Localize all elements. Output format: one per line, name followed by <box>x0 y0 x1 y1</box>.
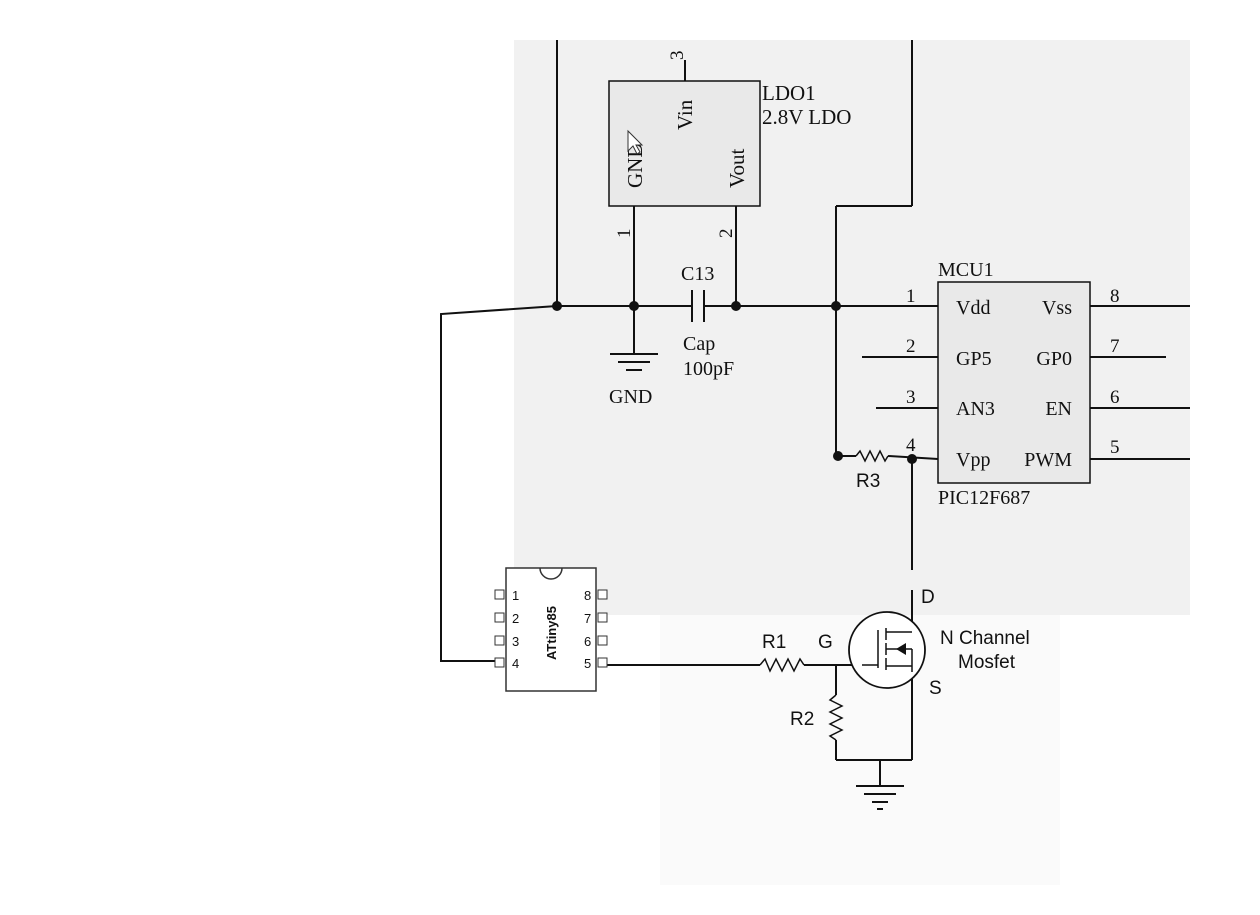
mcu-pin-num-7: 7 <box>1110 336 1120 357</box>
mosfet-label-line1: N Channel <box>940 628 1030 649</box>
cap-type: Cap <box>683 333 715 355</box>
capacitor-c13: C13 Cap 100pF <box>681 263 734 380</box>
mcu-pin-name-gp0: GP0 <box>1036 348 1072 370</box>
mcu-pin-num-5: 5 <box>1110 437 1120 458</box>
gnd-label: GND <box>609 386 652 408</box>
ground-symbol-mosfet <box>856 785 904 810</box>
attiny85-chip: ATtiny85 1 2 3 4 8 7 6 5 <box>494 567 608 692</box>
attiny-pin-1: 1 <box>512 588 519 603</box>
r1-label: R1 <box>762 632 786 653</box>
mosfet-n-channel: D G S N Channel Mosfet <box>818 587 1030 699</box>
arrow-cursor-icon <box>627 129 644 155</box>
attiny-name: ATtiny85 <box>544 606 559 660</box>
mcu-pin-num-1: 1 <box>906 286 916 307</box>
junction-dots <box>552 301 917 464</box>
ldo-value: 2.8V LDO <box>762 105 851 129</box>
mcu-pin-num-4: 4 <box>906 435 916 456</box>
ldo-pin-vin: Vin <box>673 99 697 130</box>
mosfet-label-line2: Mosfet <box>958 652 1016 673</box>
mosfet-gate-label: G <box>818 632 833 653</box>
mcu-pin-name-gp5: GP5 <box>956 348 992 370</box>
ground-symbol-ldo: GND <box>609 353 658 408</box>
resistor-r3: R3 <box>855 449 889 492</box>
ldo-pin-num-gnd: 1 <box>614 229 635 239</box>
mcu-pin-name-pwm: PWM <box>1024 449 1072 471</box>
mcu-pin-name-vpp: Vpp <box>956 449 990 471</box>
attiny-pin-4: 4 <box>512 656 519 671</box>
ldo-pin-num-vin: 3 <box>667 51 688 61</box>
attiny-pin-2: 2 <box>512 611 519 626</box>
mcu-pin-num-3: 3 <box>906 387 916 408</box>
mcu-pin-name-vdd: Vdd <box>956 297 990 319</box>
mcu-pin-num-6: 6 <box>1110 387 1120 408</box>
attiny-pin-8: 8 <box>584 588 591 603</box>
mcu-component: MCU1 PIC12F687 Vdd GP5 AN3 Vpp Vss GP0 E… <box>906 259 1120 509</box>
mosfet-source-label: S <box>929 678 942 699</box>
mcu-part: PIC12F687 <box>938 487 1030 509</box>
ldo-pin-vout: Vout <box>725 149 749 188</box>
attiny-pin-6: 6 <box>584 634 591 649</box>
mcu-pin-name-an3: AN3 <box>956 398 995 420</box>
cap-ref: C13 <box>681 263 714 285</box>
attiny-pin-5: 5 <box>584 656 591 671</box>
ldo-ref: LDO1 <box>762 81 816 105</box>
attiny-pin-7: 7 <box>584 611 591 626</box>
mcu-pin-num-8: 8 <box>1110 286 1120 307</box>
r2-label: R2 <box>790 709 814 730</box>
mcu-pin-num-2: 2 <box>906 336 916 357</box>
attiny-pin-3: 3 <box>512 634 519 649</box>
mcu-pin-name-en: EN <box>1045 398 1072 420</box>
mcu-pin-name-vss: Vss <box>1042 297 1072 319</box>
ldo-pin-num-vout: 2 <box>716 229 737 239</box>
resistor-r1: R1 <box>759 632 805 673</box>
resistor-r2: R2 <box>790 694 844 741</box>
r3-label: R3 <box>856 471 880 492</box>
mosfet-drain-label: D <box>921 587 935 608</box>
cap-value: 100pF <box>683 358 734 380</box>
mcu-ref: MCU1 <box>938 259 994 281</box>
